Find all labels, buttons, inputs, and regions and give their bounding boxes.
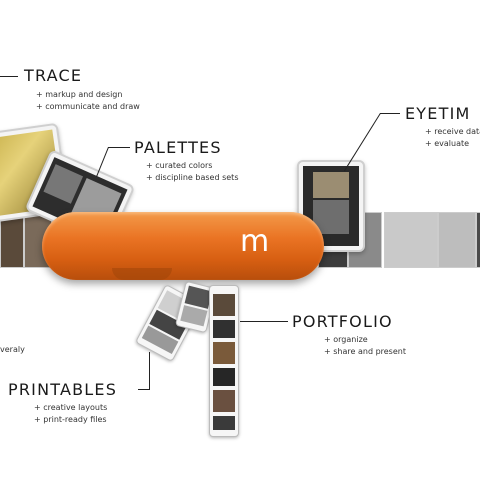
right-image-strip (318, 212, 480, 274)
eyetime-image (313, 172, 349, 198)
printables-bullet: creative layouts (34, 402, 107, 414)
portfolio-leader-line (240, 321, 288, 322)
gallery-thumbnail (384, 212, 438, 268)
eyetime-bullet: evaluate (425, 138, 480, 150)
portfolio-image (213, 294, 235, 316)
printables-bullets: creative layouts print-ready files (34, 402, 107, 426)
palettes-bullet: discipline based sets (146, 172, 238, 184)
printables-bullet: print-ready files (34, 414, 107, 426)
palettes-bullets: curated colors discipline based sets (146, 160, 238, 184)
palettes-bullet: curated colors (146, 160, 238, 172)
gallery-thumbnail (0, 212, 24, 268)
portfolio-bullet: organize (324, 334, 406, 346)
portfolio-image (213, 368, 235, 386)
printables-leader-line (138, 389, 150, 390)
eyetime-title: EYETIM (405, 104, 471, 123)
trace-title: TRACE (24, 66, 83, 85)
trace-bullet: markup and design (36, 89, 140, 101)
eyetime-tablet (297, 160, 365, 252)
app-logo: m (240, 224, 270, 259)
handle-notch (112, 268, 172, 280)
printable-page (180, 305, 208, 327)
palettes-leader-line (108, 147, 130, 148)
portfolio-bullets: organize share and present (324, 334, 406, 358)
portfolio-bullet: share and present (324, 346, 406, 358)
gallery-thumbnail (476, 212, 480, 268)
trace-bullet: communicate and draw (36, 101, 140, 113)
trace-bullets: markup and design communicate and draw (36, 89, 140, 113)
portfolio-image (213, 390, 235, 412)
portfolio-image (213, 342, 235, 364)
portfolio-title: PORTFOLIO (292, 312, 393, 331)
gallery-thumbnail (438, 212, 476, 268)
palettes-title: PALETTES (134, 138, 222, 157)
eyetime-screen (303, 166, 359, 246)
eyetime-bullet: receive data (425, 126, 480, 138)
portfolio-image (213, 416, 235, 430)
portfolio-image (213, 320, 235, 338)
app-handle: m (42, 212, 324, 280)
printables-title: PRINTABLES (8, 380, 118, 399)
eyetime-leader-line (380, 113, 400, 114)
trace-leader-line (0, 76, 18, 77)
eyetime-bullets: receive data evaluate (425, 126, 480, 150)
printables-leader-line-vertical (149, 352, 150, 390)
left-fragment-text: veraly (0, 345, 25, 354)
portfolio-phone (209, 285, 239, 437)
